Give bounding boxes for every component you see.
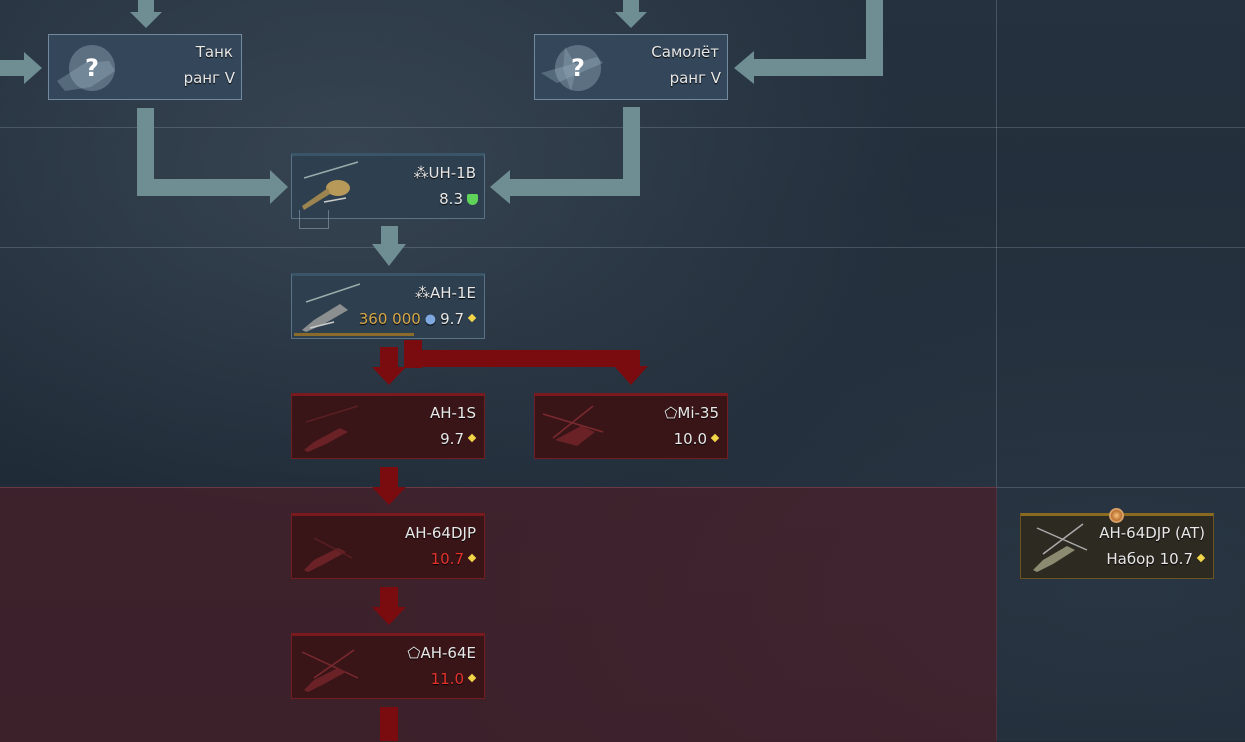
helicopter-icon (304, 537, 353, 572)
prereq-type: Танк (195, 43, 233, 61)
vehicle-name: AH-1E (430, 284, 476, 302)
battle-rating: 9.7 (440, 430, 464, 448)
plane-icon (541, 47, 603, 91)
battle-rating: 9.7 (440, 310, 464, 328)
question-icon: ? (555, 45, 601, 91)
battle-rating: 8.3 (439, 190, 463, 208)
vehicle-name: AH-64DJP (404, 524, 476, 542)
researched-icon (467, 193, 478, 205)
battle-rating: 10.0 (673, 430, 707, 448)
usa-icon: ⁂ (413, 164, 429, 182)
medal-icon (1109, 508, 1124, 523)
battle-rating: 10.7 (430, 550, 464, 568)
research-progress-bar (294, 333, 414, 336)
helicopter-icon (302, 283, 361, 332)
vehicle-card-ah1e[interactable]: ⁂AH-1E 360 000 ● 9.7 (291, 273, 485, 339)
vehicle-card-ah64djp[interactable]: AH-64DJP 10.7 (291, 513, 485, 579)
rank-diamond-icon (468, 435, 478, 443)
helicopter-icon (542, 405, 604, 446)
locked-rank-zone (0, 487, 997, 742)
vehicle-card-uh1b[interactable]: ⁂UH-1B 8.3 (291, 153, 485, 219)
prereq-type: Самолёт (651, 43, 719, 61)
vehicle-card-mi35[interactable]: ⬠Mi-35 10.0 (534, 393, 728, 459)
vehicle-card-ah64djp-at[interactable]: AH-64DJP (AT) Набор 10.7 (1020, 508, 1214, 579)
rank-diamond-icon (1197, 555, 1207, 563)
vehicle-name: Mi-35 (677, 404, 719, 422)
prereq-plane-card[interactable]: ? Самолёт ранг V (534, 34, 728, 100)
prereq-rank: ранг V (183, 69, 235, 87)
vehicle-name: AH-1S (429, 404, 476, 422)
rank-divider (0, 127, 1245, 128)
research-cost: 360 000 (358, 310, 421, 328)
battle-rating: 11.0 (430, 670, 464, 688)
premium-column-divider (996, 0, 997, 741)
helicopter-icon (1033, 523, 1088, 572)
vehicle-name: AH-64DJP (AT) (1099, 524, 1205, 542)
pentagon-icon: ⬠ (407, 644, 421, 662)
question-icon: ? (69, 45, 115, 91)
vehicle-name: UH-1B (428, 164, 476, 182)
vehicle-card-ah64e[interactable]: ⬠AH-64E 11.0 (291, 633, 485, 699)
rank-diamond-icon (468, 555, 478, 563)
tank-icon (57, 61, 115, 91)
helicopter-icon (302, 161, 359, 210)
rp-icon: ● (424, 311, 437, 327)
prereq-tank-card[interactable]: ? Танк ранг V (48, 34, 242, 100)
helicopter-icon (304, 405, 359, 452)
rank-diamond-icon (468, 675, 478, 683)
usa-icon: ⁂ (415, 284, 431, 302)
group-frame (299, 210, 329, 229)
helicopter-icon (301, 649, 359, 692)
battle-rating: Набор 10.7 (1106, 550, 1193, 568)
vehicle-name: AH-64E (420, 644, 476, 662)
rank-diamond-icon (468, 315, 478, 323)
rank-diamond-icon (711, 435, 721, 443)
pentagon-icon: ⬠ (664, 404, 678, 422)
vehicle-card-ah1s[interactable]: AH-1S 9.7 (291, 393, 485, 459)
rank-divider (0, 247, 1245, 248)
prereq-rank: ранг V (669, 69, 721, 87)
